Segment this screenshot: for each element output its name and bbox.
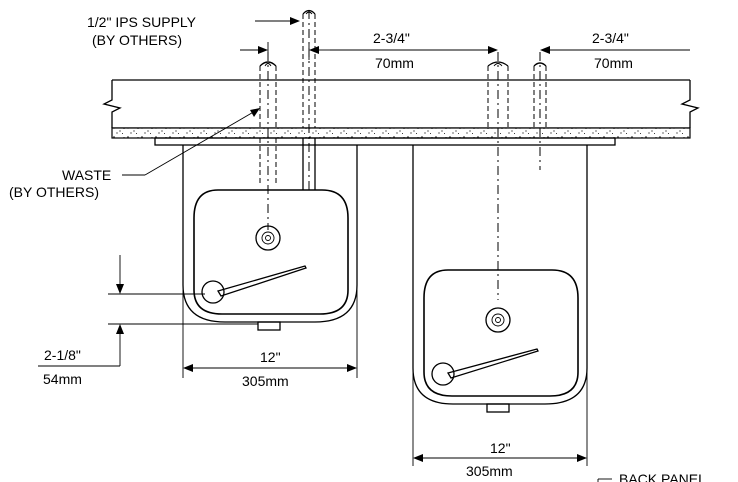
drop-dimension: 2-1/8" 54mm xyxy=(38,255,258,387)
waste-callout: WASTE (BY OTHERS) xyxy=(9,108,260,200)
middle-offset-mm: 70mm xyxy=(375,55,414,71)
right-offset-dimension: 2-3/4" 70mm xyxy=(540,30,690,71)
waste-label-line1: WASTE xyxy=(62,167,111,183)
left-width-inches: 12" xyxy=(260,349,281,365)
waste-label-line2: (BY OTHERS) xyxy=(9,184,99,200)
right-offset-inches: 2-3/4" xyxy=(592,30,629,46)
back-panel-label: BACK PANEL xyxy=(619,471,706,482)
left-pipes xyxy=(259,9,316,230)
right-width-dimension: 12" 305mm xyxy=(412,372,588,479)
left-basin xyxy=(193,189,349,331)
right-offset-mm: 70mm xyxy=(594,55,633,71)
left-width-dimension: 12" 305mm xyxy=(182,290,358,389)
wall-section xyxy=(102,79,700,139)
supply-label-line1: 1/2" IPS SUPPLY xyxy=(87,14,197,30)
right-width-mm: 305mm xyxy=(466,463,513,479)
right-basin xyxy=(423,269,579,413)
back-panel-callout: BACK PANEL xyxy=(597,471,706,482)
left-width-mm: 305mm xyxy=(242,373,289,389)
supply-label-line2: (BY OTHERS) xyxy=(92,32,182,48)
supply-callout: 1/2" IPS SUPPLY (BY OTHERS) xyxy=(87,14,300,48)
left-offset-dimension xyxy=(240,42,330,60)
drop-mm: 54mm xyxy=(43,371,82,387)
middle-offset-inches: 2-3/4" xyxy=(373,30,410,46)
right-pipes xyxy=(487,52,547,300)
drop-inches: 2-1/8" xyxy=(44,347,81,363)
middle-offset-dimension: 2-3/4" 70mm xyxy=(330,30,498,71)
right-width-inches: 12" xyxy=(490,440,511,456)
